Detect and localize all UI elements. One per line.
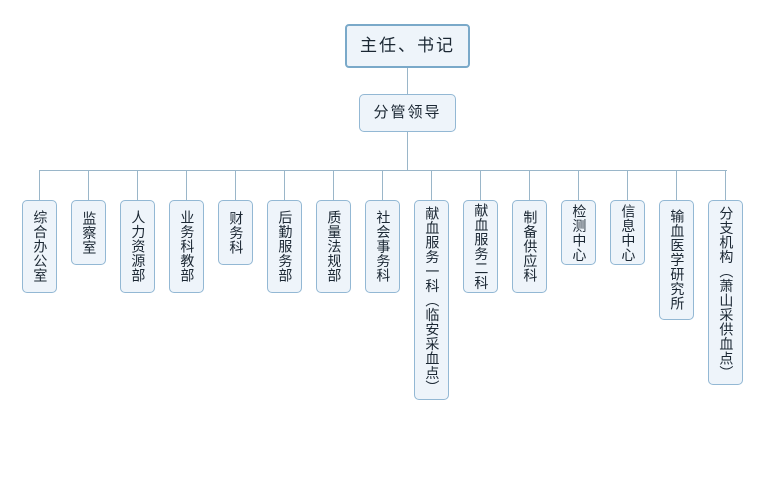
node-dept-11-label: 制备供应科: [522, 210, 539, 283]
connector-drop-4: [186, 170, 187, 200]
connector-drop-5: [235, 170, 236, 200]
node-dept-13[interactable]: 信息中心: [610, 200, 645, 265]
connector-drop-12: [578, 170, 579, 200]
connector-drop-14: [676, 170, 677, 200]
node-dept-2-label: 监察室: [81, 210, 98, 255]
node-dept-5-label: 财务科: [228, 210, 245, 255]
node-dept-10[interactable]: 献血服务二科: [463, 200, 498, 293]
node-dept-1[interactable]: 综合办公室: [22, 200, 57, 293]
node-dept-14[interactable]: 输血医学研究所: [659, 200, 694, 320]
node-dept-8[interactable]: 社会事务科: [365, 200, 400, 293]
connector-drop-3: [137, 170, 138, 200]
connector-director-to-leader: [407, 68, 408, 94]
connector-drop-8: [382, 170, 383, 200]
connector-leader-to-bus: [407, 132, 408, 170]
node-dept-15-label: 分支机构（萧山采供血点）: [718, 205, 735, 380]
node-dept-15[interactable]: 分支机构（萧山采供血点）: [708, 200, 743, 385]
node-dept-3[interactable]: 人力资源部: [120, 200, 155, 293]
node-dept-14-label: 输血医学研究所: [669, 209, 686, 311]
node-dept-10-label: 献血服务二科: [473, 203, 490, 290]
node-dept-6-label: 后勤服务部: [277, 210, 294, 283]
node-dept-11[interactable]: 制备供应科: [512, 200, 547, 293]
connector-drop-10: [480, 170, 481, 200]
node-dept-4[interactable]: 业务科教部: [169, 200, 204, 293]
connector-drop-9: [431, 170, 432, 200]
node-dept-12-label: 检测中心: [571, 203, 588, 262]
node-dept-4-label: 业务科教部: [179, 210, 196, 283]
node-dept-9-label: 献血服务一科（临安采血点）: [424, 205, 441, 395]
node-dept-7[interactable]: 质量法规部: [316, 200, 351, 293]
connector-horizontal-bus: [39, 170, 727, 171]
connector-drop-2: [88, 170, 89, 200]
node-deputy-leader-label: 分管领导: [373, 103, 442, 121]
connector-drop-1: [39, 170, 40, 200]
node-dept-9[interactable]: 献血服务一科（临安采血点）: [414, 200, 449, 400]
node-dept-2[interactable]: 监察室: [71, 200, 106, 265]
node-dept-8-label: 社会事务科: [375, 210, 392, 283]
node-dept-5[interactable]: 财务科: [218, 200, 253, 265]
node-dept-12[interactable]: 检测中心: [561, 200, 596, 265]
connector-drop-15: [725, 170, 726, 200]
connector-drop-7: [333, 170, 334, 200]
connector-drop-6: [284, 170, 285, 200]
node-dept-6[interactable]: 后勤服务部: [267, 200, 302, 293]
node-dept-7-label: 质量法规部: [326, 210, 343, 283]
connector-drop-13: [627, 170, 628, 200]
node-director-label: 主任、书记: [360, 36, 455, 56]
node-director[interactable]: 主任、书记: [345, 24, 470, 68]
node-dept-13-label: 信息中心: [620, 203, 637, 262]
node-dept-1-label: 综合办公室: [32, 210, 49, 283]
node-deputy-leader[interactable]: 分管领导: [359, 94, 456, 132]
node-dept-3-label: 人力资源部: [130, 210, 147, 283]
connector-drop-11: [529, 170, 530, 200]
